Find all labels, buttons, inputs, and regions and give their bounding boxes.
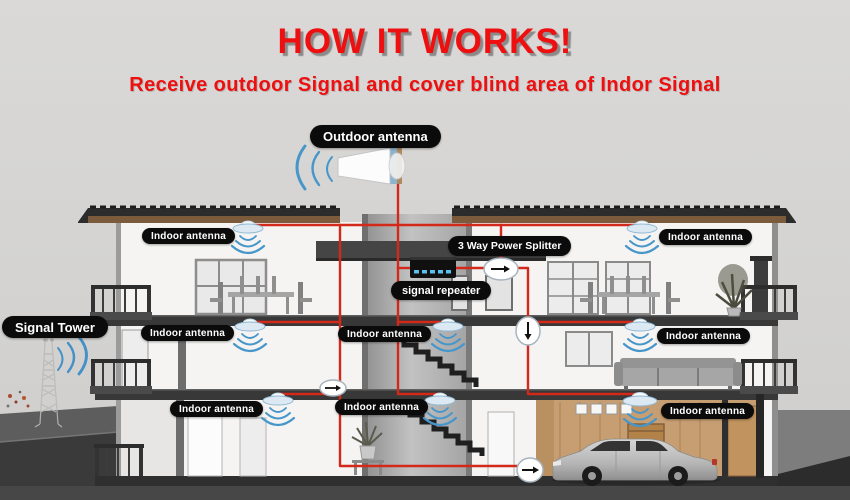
roof-left bbox=[78, 205, 340, 223]
outdoor-antenna-icon bbox=[337, 146, 406, 185]
signal-tower-label: Signal Tower bbox=[2, 316, 108, 338]
ceiling-antenna-icon bbox=[622, 318, 658, 353]
stairs-icon bbox=[392, 335, 485, 456]
indoor-antenna-label: Indoor antenna bbox=[335, 399, 429, 415]
indoor-antenna-label: Indoor antenna bbox=[142, 228, 236, 244]
ceiling-antenna-icon bbox=[430, 318, 466, 353]
ground bbox=[0, 406, 850, 500]
ceiling-antenna-icon bbox=[232, 318, 268, 353]
bushes bbox=[6, 390, 30, 408]
outdoor-antenna-label: Outdoor antenna bbox=[310, 125, 441, 148]
roof-right bbox=[452, 205, 796, 223]
ceiling-antenna-icon bbox=[260, 392, 296, 427]
cable-connector-icon bbox=[516, 457, 544, 483]
page-title: HOW IT WORKS! bbox=[277, 22, 573, 61]
ceiling-antenna-icon bbox=[624, 220, 660, 255]
power-splitter-label: 3 Way Power Splitter bbox=[448, 236, 572, 256]
dining-set-right bbox=[580, 276, 680, 314]
ceiling-antenna-icon bbox=[230, 220, 266, 255]
car-icon bbox=[552, 438, 720, 486]
indoor-antenna-label: Indoor antenna bbox=[657, 328, 751, 344]
signal-repeater-icon bbox=[410, 257, 456, 278]
indoor-antenna-label: Indoor antenna bbox=[661, 403, 755, 419]
cable-connector-icon bbox=[319, 379, 347, 397]
cable-connector-icon bbox=[515, 316, 541, 346]
indoor-antenna-label: Indoor antenna bbox=[170, 401, 264, 417]
tower-wifi-waves-icon bbox=[57, 335, 88, 376]
dining-set-left bbox=[210, 276, 312, 314]
ceiling-antenna-icon bbox=[622, 392, 658, 428]
outdoor-wifi-waves-icon bbox=[295, 144, 333, 191]
indoor-antenna-label: Indoor antenna bbox=[141, 325, 235, 341]
signal-repeater-label: signal repeater bbox=[391, 281, 492, 300]
plant-top-right bbox=[715, 264, 753, 317]
balconies bbox=[90, 285, 798, 476]
ceiling-antennas bbox=[230, 220, 660, 428]
ceiling-antenna-icon bbox=[422, 392, 458, 427]
indoor-antenna-label: Indoor antenna bbox=[659, 229, 753, 245]
sofa-icon bbox=[614, 358, 742, 390]
power-splitter-icon bbox=[483, 257, 519, 281]
plant-bottom bbox=[351, 421, 384, 475]
page-subtitle: Receive outdoor Signal and cover blind a… bbox=[129, 74, 721, 96]
indoor-antenna-label: Indoor antenna bbox=[338, 326, 432, 342]
